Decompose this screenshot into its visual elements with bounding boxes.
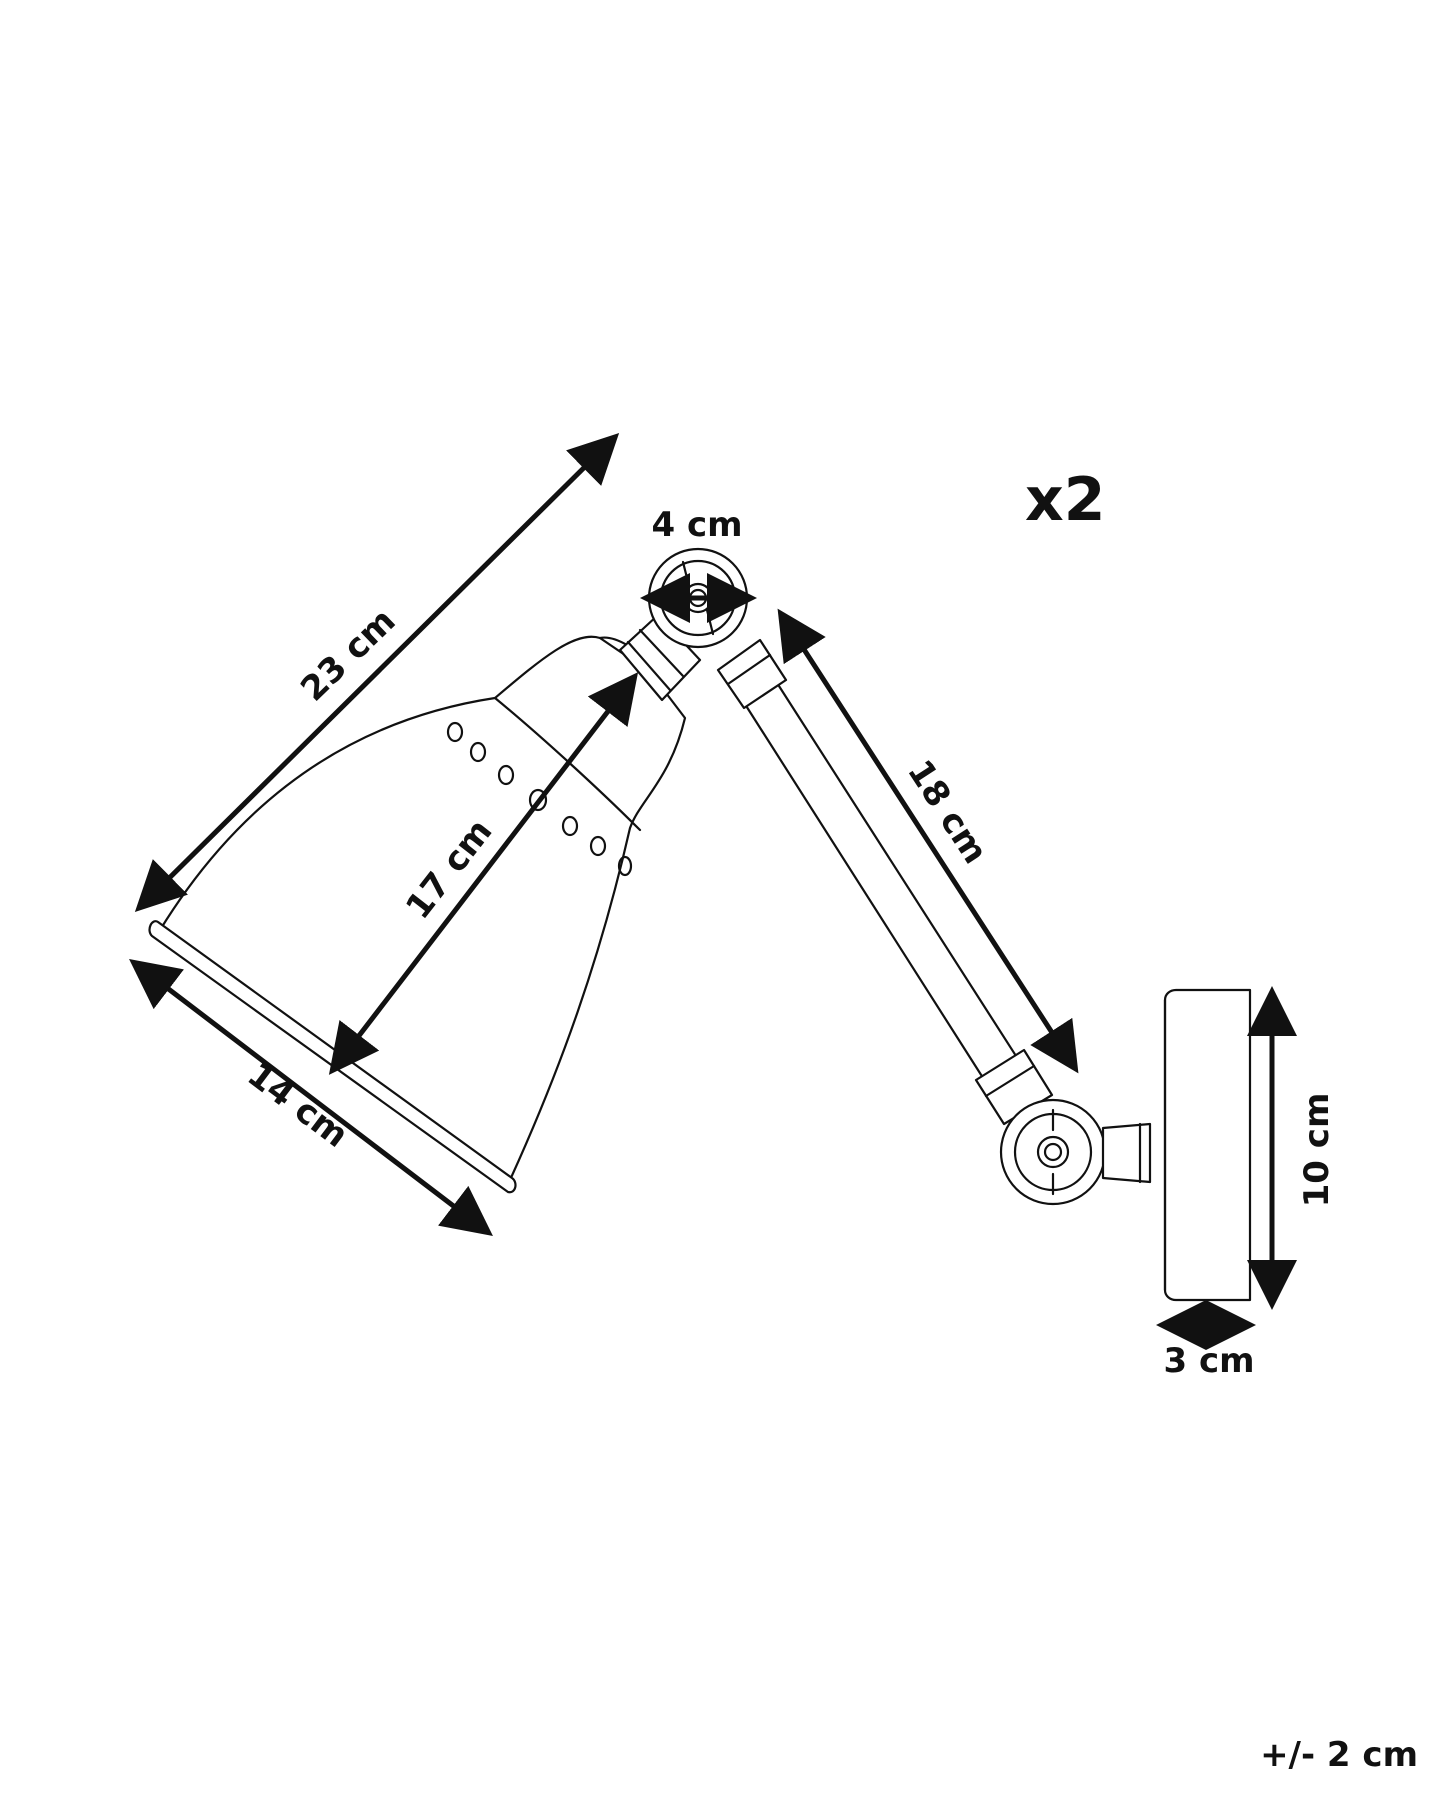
wall-base [1163, 988, 1252, 1302]
lamp-arm [716, 638, 1054, 1126]
tolerance-label: +/- 2 cm [1260, 1735, 1418, 1775]
label-shade-length: 23 cm [293, 601, 403, 709]
arm-rod [734, 670, 1027, 1094]
base-connector [1101, 1122, 1152, 1184]
quantity-label: x2 [1025, 465, 1105, 535]
label-base-height: 10 cm [1297, 1093, 1337, 1208]
arrow-14cm [129, 958, 493, 1237]
label-arm-length: 18 cm [899, 753, 995, 871]
base-plate [1163, 988, 1252, 1302]
lower-joint [999, 1098, 1152, 1206]
dimension-arrows [129, 432, 1297, 1350]
label-joint-diameter: 4 cm [651, 505, 742, 545]
label-base-depth: 3 cm [1163, 1341, 1254, 1381]
shade-collar [618, 613, 702, 702]
arrow-18cm [777, 608, 1079, 1074]
